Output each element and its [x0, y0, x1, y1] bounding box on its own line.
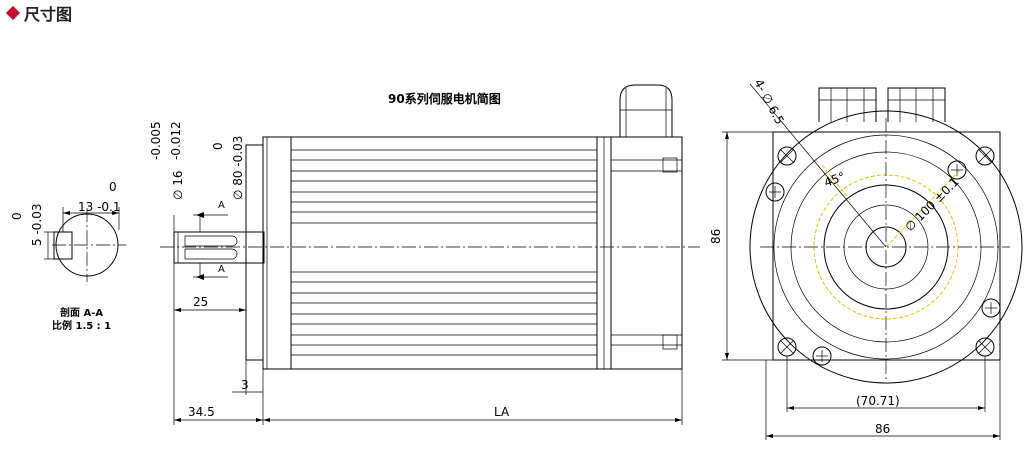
ref-width-label: (70.71) — [856, 394, 900, 408]
cooling-fins — [291, 149, 597, 356]
section-scale-label: 比例 1.5 : 1 — [52, 319, 111, 332]
height-label: 86 — [709, 229, 723, 244]
key-slot-lower — [184, 248, 238, 260]
section-view: 0 13 -0.1 0 5 -0.03 剖面 A-A 比例 1.5 : 1 — [10, 180, 126, 332]
shaft-outline — [173, 231, 265, 264]
motor-body — [290, 136, 612, 370]
shaft-tol-a: -0.005 — [149, 121, 163, 160]
flange-diameter-label: ∅ 80 -0.03 — [231, 136, 245, 200]
flange-tol-label: 0 — [211, 142, 225, 150]
shaft-length-label: 34.5 — [188, 405, 215, 419]
section-title: 尺寸图 — [24, 5, 73, 24]
rear-cap — [610, 136, 683, 370]
section-name-label: 剖面 A-A — [60, 306, 103, 319]
key-width-upper-tol: 0 — [109, 180, 117, 194]
section-mark-top: A — [218, 200, 225, 211]
body-length-label: LA — [494, 405, 510, 419]
key-width-label: 13 -0.1 — [78, 200, 121, 214]
keyway-cutout — [53, 231, 73, 260]
flange-pilot — [245, 144, 264, 361]
section-header: 尺寸图 — [5, 2, 73, 24]
front-outer-arc — [749, 110, 1023, 384]
key-slot-upper — [184, 235, 238, 247]
flange-thickness-label: 3 — [241, 378, 249, 392]
side-view: A A — [149, 84, 700, 425]
shaft-diameter-label: ∅ 16 — [171, 170, 185, 200]
shaft-tol-b: -0.012 — [169, 121, 183, 160]
angle-label: 45° — [822, 169, 847, 189]
front-view: 4- ∅ 6.5 45° ∅ 100 ±0.1 86 (70.71) 86 — [709, 77, 1023, 440]
drawing-title: 90系列伺服电机简图 — [388, 91, 501, 106]
width-label: 86 — [875, 422, 890, 436]
pcd-label: ∅ 100 ±0.1 — [902, 175, 961, 234]
hole-spec-label: 4- ∅ 6.5 — [751, 77, 786, 127]
section-mark-bottom: A — [218, 264, 225, 275]
key-depth-upper-tol: 0 — [10, 212, 24, 220]
front-connectors — [818, 87, 946, 122]
mounting-holes — [765, 146, 1001, 366]
key-length-label: 25 — [193, 295, 208, 309]
key-depth-label: 5 -0.03 — [30, 204, 44, 247]
connector-body — [619, 84, 673, 137]
